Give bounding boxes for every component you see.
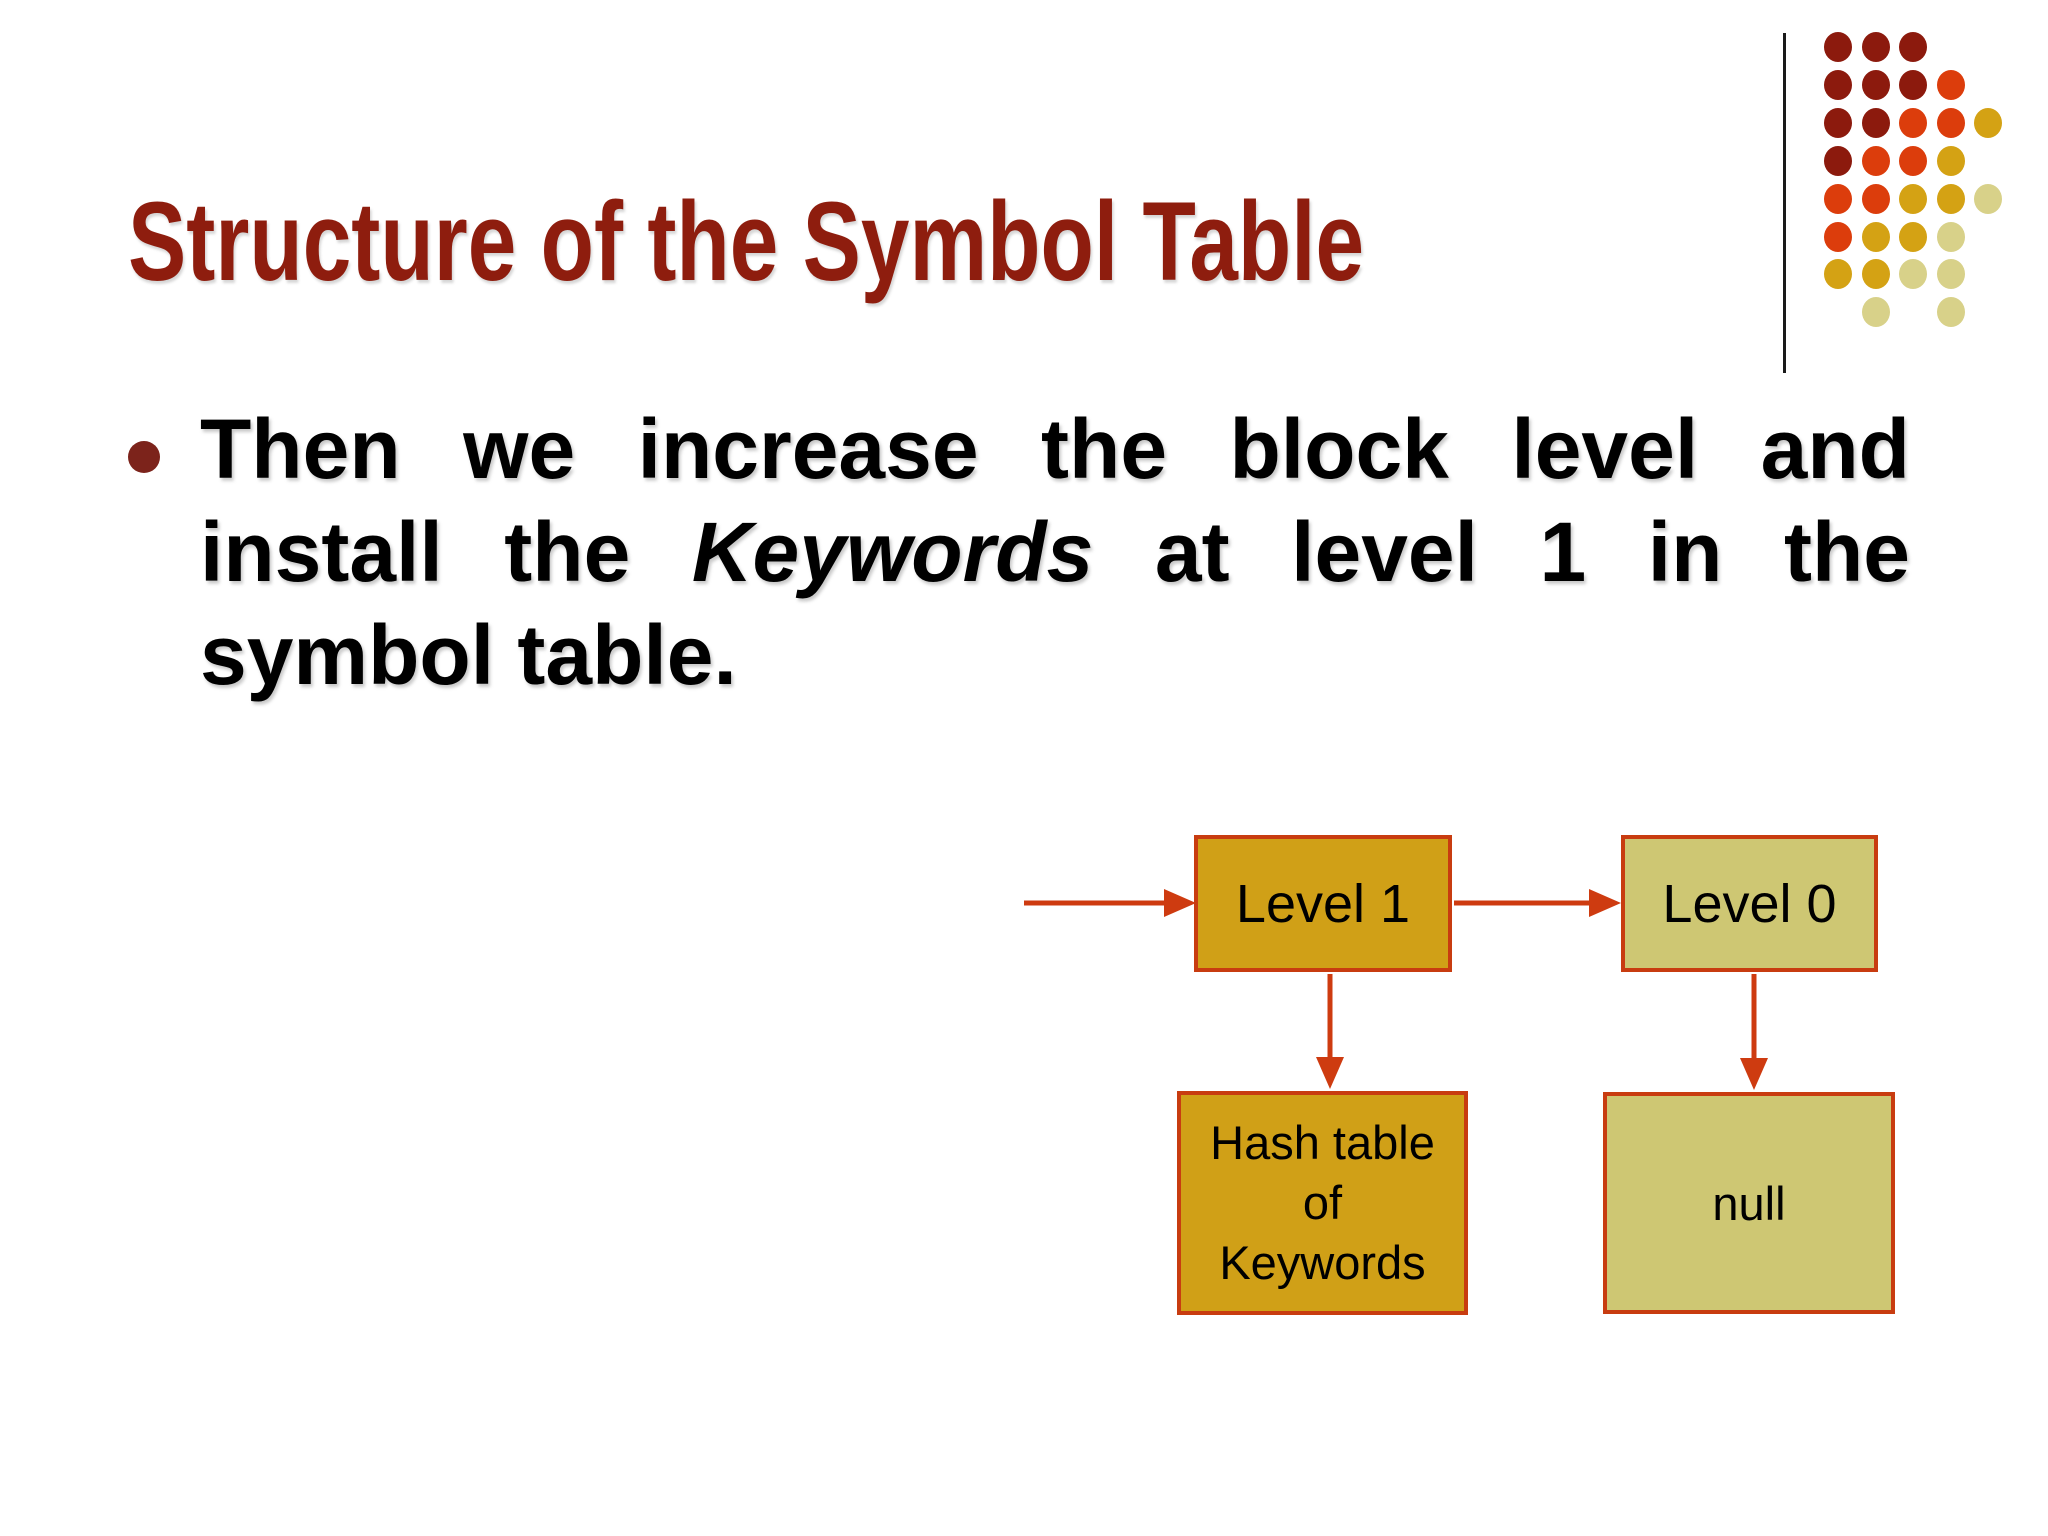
decor-dot (1936, 69, 1965, 100)
decor-dot (1824, 145, 1852, 176)
hash-table-line-1: Hash table (1210, 1116, 1435, 1169)
decor-dot (1899, 221, 1927, 252)
bullet-icon (128, 441, 160, 473)
decor-dot (1861, 32, 1890, 62)
null-label: null (1712, 1176, 1786, 1230)
level0-label: Level 0 (1662, 873, 1837, 934)
arrowhead-level0-to-null (1740, 1058, 1768, 1090)
hash-table-label: Hash table of Keywords (1210, 1113, 1435, 1293)
bullet-line-2-keywords: Keywords (691, 505, 1094, 599)
decor-dot (1899, 69, 1927, 100)
bullet-paragraph: Then we increase the block level and ins… (200, 398, 1910, 707)
level1-label: Level 1 (1235, 873, 1411, 934)
decor-dot (1861, 183, 1890, 214)
level0-box: Level 0 (1621, 835, 1878, 972)
decor-dot (1824, 69, 1852, 100)
decor-dot (1824, 32, 1852, 62)
arrowhead-level1-to-level0 (1589, 889, 1621, 917)
decor-dot (1899, 107, 1927, 138)
level1-box: Level 1 (1194, 835, 1452, 972)
divider-line (1783, 33, 1786, 373)
bullet-line-1: Then we increase the block level and (200, 402, 1910, 496)
decor-dot (1824, 183, 1852, 214)
slide-title: Structure of the Symbol Table (128, 179, 1365, 304)
decor-dot (1936, 297, 1965, 328)
decor-dot (1899, 32, 1927, 62)
bullet-line-2-post: at level 1 in the (1093, 505, 1911, 599)
decor-dot (1861, 297, 1890, 328)
arrowhead-into-level1 (1164, 889, 1196, 917)
decor-dot (1861, 69, 1890, 100)
decor-dot (1861, 107, 1890, 138)
decor-dot (1861, 221, 1890, 252)
decor-dot (1899, 259, 1927, 290)
decor-dot (1936, 145, 1965, 176)
decor-dot (1936, 107, 1965, 138)
decor-dot (1936, 221, 1965, 252)
bullet-line-2: install the Keywords at level 1 in the (200, 501, 1910, 604)
decor-dot (1936, 259, 1965, 290)
decor-dot (1936, 183, 1965, 214)
decor-dot (1974, 183, 2002, 214)
decor-dot (1861, 259, 1890, 290)
decor-dot (1824, 107, 1852, 138)
hash-table-line-3: Keywords (1219, 1236, 1426, 1289)
decor-dot (1824, 259, 1852, 290)
decor-dot (1824, 221, 1852, 252)
decor-dot (1899, 183, 1927, 214)
decor-dot (1899, 145, 1927, 176)
null-box: null (1603, 1092, 1895, 1314)
arrowhead-level1-to-hash (1316, 1057, 1344, 1089)
bullet-line-3: symbol table. (200, 608, 737, 702)
bullet-line-2-pre: install the (200, 505, 692, 599)
decor-dot (1974, 107, 2002, 138)
decor-dot (1861, 145, 1890, 176)
hash-table-line-2: of (1302, 1176, 1343, 1229)
hash-table-box: Hash table of Keywords (1177, 1091, 1468, 1315)
